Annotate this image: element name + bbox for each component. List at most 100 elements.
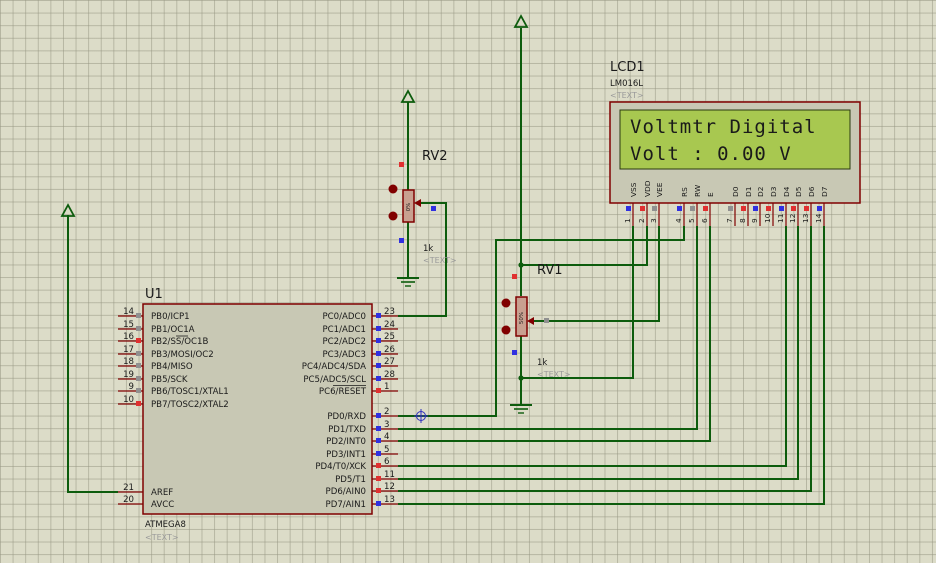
probe-marker[interactable] [414, 409, 428, 423]
u1-pin-name: PD0/RXD [327, 412, 366, 422]
u1-pin-number: 26 [384, 345, 395, 355]
lcd-pin-marker [690, 206, 695, 211]
lcd-pin-name: D7 [820, 186, 829, 197]
lcd-screen [619, 109, 851, 170]
ground-terminal[interactable] [510, 404, 532, 414]
rv2-pin-marker [399, 238, 404, 243]
u1-pin-number: 11 [384, 470, 395, 480]
rv1-terminal [501, 325, 511, 335]
u1-pin-name: AVCC [151, 500, 174, 510]
u1-pin-marker [376, 363, 381, 368]
rv1-wiper-arrow [527, 317, 534, 325]
lcd-pin-number: 5 [687, 218, 696, 223]
lcd-pin-marker [652, 206, 657, 211]
potentiometer-rv2[interactable]: RV2 0% 1k <TEXT> [388, 149, 457, 265]
lcd-pin-name: VSS [629, 182, 638, 197]
u1-body [142, 303, 373, 515]
rv1-pin-marker [512, 274, 517, 279]
u1-pin-name: PD7/AIN1 [326, 500, 366, 510]
u1-pin-marker [376, 376, 381, 381]
u1-pin-marker [376, 313, 381, 318]
u1-pin-number: 15 [123, 320, 134, 330]
ground-terminal[interactable] [397, 277, 419, 287]
u1-pin-number: 21 [123, 483, 134, 493]
u1-pin-name: AREF [151, 488, 173, 498]
rv1-pin-marker [512, 350, 517, 355]
lcd-pin-name: D3 [769, 186, 778, 197]
u1-pin-number: 14 [123, 307, 134, 317]
lcd-pin-number: 12 [788, 214, 797, 223]
u1-pin-number: 6 [384, 457, 389, 467]
wire-pc0-rv2 [398, 202, 447, 317]
u1-pin-number: 12 [384, 482, 395, 492]
u1-pin-number: 10 [123, 395, 134, 405]
power-terminal[interactable] [400, 89, 416, 103]
wire-pd1-rw [398, 226, 698, 430]
lcd-pin-marker [640, 206, 645, 211]
u1-pin-marker [136, 363, 141, 368]
u1-pin-marker [136, 376, 141, 381]
u1-pin-marker [376, 338, 381, 343]
u1-pin-name: PD4/T0/XCK [315, 462, 366, 472]
rv1-text-placeholder: <TEXT> [537, 370, 571, 379]
rv1-pin-marker [544, 318, 549, 323]
lcd-pin-number: 6 [700, 218, 709, 223]
u1-pin-name: PD5/T1 [335, 475, 366, 485]
wire-pd6-d6 [398, 226, 812, 492]
lcd-display-lcd1[interactable]: LCD1 LM016L <TEXT> Voltmtr Digital Volt … [609, 60, 861, 226]
lcd-pin-marker [779, 206, 784, 211]
u1-pin-name: PD6/AIN0 [326, 487, 366, 497]
lcd-part: LM016L [610, 79, 643, 89]
u1-pin-marker [376, 438, 381, 443]
rv2-wiper-arrow [414, 199, 421, 207]
u1-pin-number: 28 [384, 370, 395, 380]
lcd-pin-marker [741, 206, 746, 211]
u1-pin-name: PB0/ICP1 [151, 312, 190, 322]
lcd-pin-marker [766, 206, 771, 211]
junction-dot [518, 375, 524, 381]
potentiometer-rv1[interactable]: RV1 50% 1k <TEXT> [501, 263, 571, 379]
u1-pin-number: 2 [384, 407, 389, 417]
lcd-pin-number: 9 [750, 218, 759, 223]
power-terminal[interactable] [60, 203, 76, 217]
power-terminal[interactable] [513, 14, 529, 28]
rv2-pin-marker [431, 206, 436, 211]
lcd-pin-marker [728, 206, 733, 211]
u1-pin-number: 13 [384, 495, 395, 505]
wire-pd4-d4 [398, 226, 787, 467]
lcd-pin-name: VEE [655, 182, 664, 197]
u1-pin-name: PB1/OC1A [151, 325, 195, 335]
u1-pin-number: 4 [384, 432, 389, 442]
rv1-terminal [501, 298, 511, 308]
lcd-line-1: Voltmtr Digital [630, 116, 817, 138]
lcd-pin-number: 4 [674, 218, 683, 223]
lcd-ref: LCD1 [610, 60, 645, 75]
lcd-pin-number: 14 [814, 213, 823, 223]
rv2-body [402, 189, 415, 223]
u1-pin-name: PD2/INT0 [326, 437, 366, 447]
u1-pin-name: PC4/ADC4/SDA [302, 362, 366, 372]
lcd-pin-marker [626, 206, 631, 211]
u1-text-placeholder: <TEXT> [145, 533, 179, 542]
rv2-value: 1k [423, 244, 433, 254]
u1-pin-name: PC3/ADC3 [322, 350, 366, 360]
u1-pin-marker [376, 326, 381, 331]
wire-pd2-e [398, 226, 711, 442]
lcd-pin-name: D6 [807, 186, 816, 197]
u1-pin-marker [376, 463, 381, 468]
wire-pd0-rs [398, 226, 685, 417]
u1-pin-name: PB4/MISO [151, 362, 193, 372]
u1-pin-number: 5 [384, 445, 389, 455]
lcd-pin-number: 7 [725, 218, 734, 223]
rv2-terminal [388, 184, 398, 194]
u1-part: ATMEGA8 [145, 520, 186, 530]
lcd-pin-number: 10 [763, 213, 772, 223]
lcd-pins: 1VSS2VDD3VEE4RS5RW6E7D08D19D210D311D412D… [623, 180, 829, 226]
wire-lcd-vss [521, 226, 634, 379]
u1-pin-marker [136, 401, 141, 406]
u1-pin-name: PC0/ADC0 [322, 312, 366, 322]
wire-pd5-d5 [398, 226, 799, 480]
